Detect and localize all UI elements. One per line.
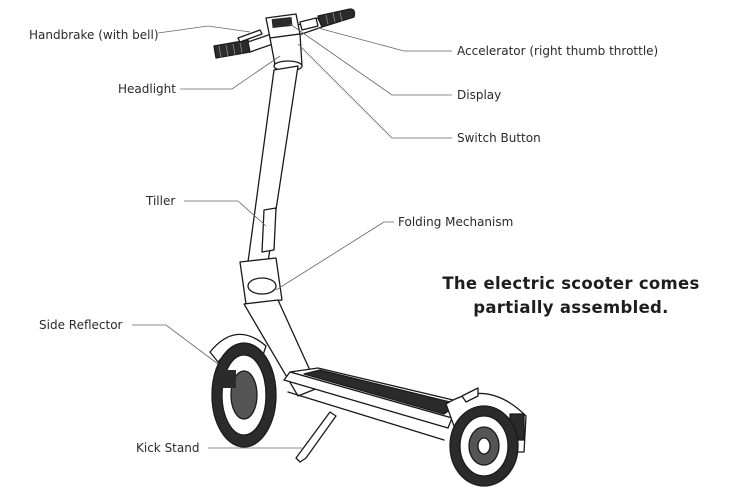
- leader-display: [289, 23, 452, 96]
- rear-wheel: [449, 405, 519, 487]
- folding-latch: [261, 207, 277, 253]
- leader-accelerator: [317, 27, 452, 52]
- scooter-illustration: [209, 8, 527, 487]
- callout-folding-mechanism: Folding Mechanism: [398, 215, 514, 229]
- kick-stand: [295, 411, 337, 463]
- brake-lever: [237, 29, 263, 43]
- leader-headlight: [180, 55, 281, 90]
- front-wheel: [211, 342, 277, 448]
- callout-side-reflector: Side Reflector: [39, 318, 123, 332]
- assembly-note: The electric scooter comes partially ass…: [440, 272, 702, 320]
- right-grip: [317, 8, 356, 28]
- callout-switch-button: Switch Button: [457, 131, 541, 145]
- callout-handbrake: Handbrake (with bell): [29, 28, 159, 42]
- leader-lines: [132, 23, 452, 449]
- callout-tiller: Tiller: [146, 194, 176, 208]
- assembly-note-line1: The electric scooter comes: [442, 274, 700, 293]
- leader-handbrake: [157, 25, 251, 34]
- callout-headlight: Headlight: [118, 82, 176, 96]
- callout-accelerator: Accelerator (right thumb throttle): [457, 44, 659, 58]
- leader-tiller: [184, 200, 267, 227]
- assembly-note-line2: partially assembled.: [473, 298, 669, 317]
- throttle: [299, 17, 319, 31]
- leader-side-reflector: [132, 324, 219, 365]
- display-screen: [271, 16, 293, 29]
- left-grip: [213, 39, 251, 59]
- leader-switch: [297, 43, 452, 139]
- leader-folding: [275, 221, 394, 291]
- callout-kick-stand: Kick Stand: [136, 441, 200, 455]
- callout-display: Display: [457, 88, 502, 102]
